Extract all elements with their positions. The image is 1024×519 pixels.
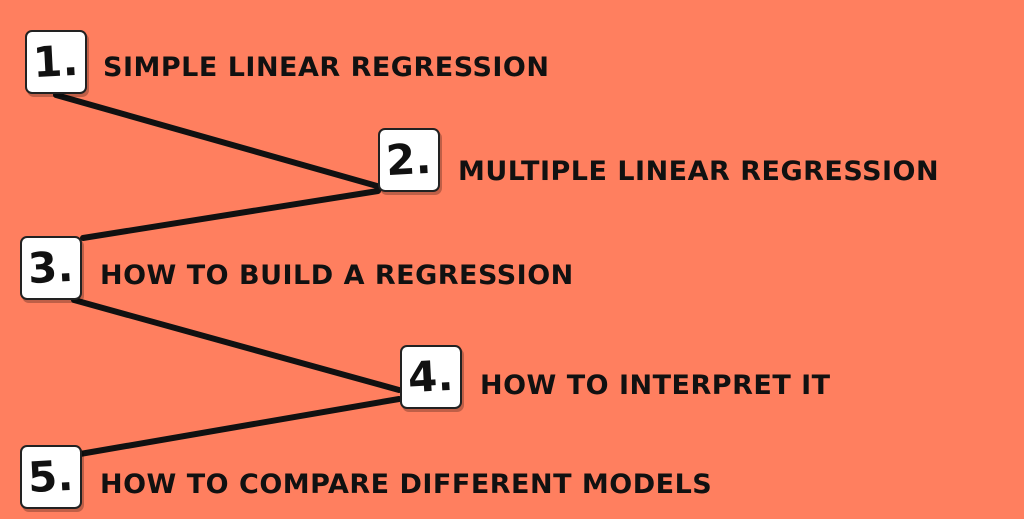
step-5-box: 5. [20, 445, 82, 509]
step-4-box: 4. [400, 345, 462, 409]
step-1-box: 1. [25, 30, 87, 94]
connector-4-5 [77, 396, 402, 457]
step-3-label: HOW TO BUILD A REGRESSION [100, 260, 574, 291]
step-3-box: 3. [20, 236, 82, 300]
connector-2-3 [80, 188, 381, 241]
step-1-number: 1. [32, 35, 80, 88]
connector-3-4 [71, 297, 402, 393]
step-4-number: 4. [407, 350, 455, 403]
step-3-number: 3. [27, 241, 75, 294]
connector-1-2 [53, 92, 380, 189]
step-4-label: HOW TO INTERPRET IT [480, 370, 831, 401]
step-2-box: 2. [378, 128, 440, 192]
step-5-number: 5. [27, 450, 75, 503]
step-2-label: MULTIPLE LINEAR REGRESSION [458, 156, 940, 187]
step-5-label: HOW TO COMPARE DIFFERENT MODELS [100, 469, 713, 500]
step-1-label: SIMPLE LINEAR REGRESSION [103, 52, 550, 83]
step-2-number: 2. [385, 133, 433, 186]
